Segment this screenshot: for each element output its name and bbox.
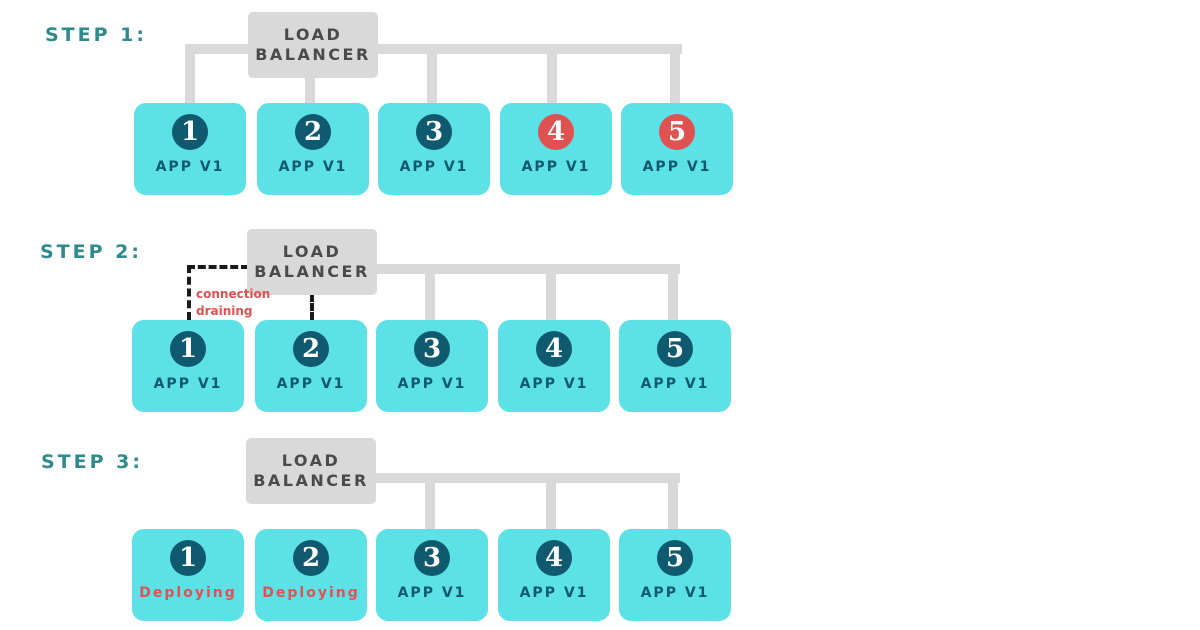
app-status-label: APP V1 [399,159,469,175]
app-number-badge: 5 [659,114,695,150]
step-2-app-1: 1 APP V1 [132,320,244,412]
step-1-drop-4 [547,44,557,108]
step-2-app-4: 4 APP V1 [498,320,610,412]
step-2-draining-line-2 [310,294,314,320]
app-status-label: Deploying [262,585,360,601]
step-3-app-1: 1 Deploying [132,529,244,621]
step-3-app-5: 5 APP V1 [619,529,731,621]
step-3-drop-3 [425,473,435,535]
step-3-drop-5 [668,473,678,535]
step-1-app-3: 3 APP V1 [378,103,490,195]
step-2-drop-3 [425,264,435,326]
app-status-label: APP V1 [153,376,223,392]
app-status-label: APP V1 [642,159,712,175]
app-number-badge: 1 [172,114,208,150]
step-1-load-balancer: LOAD BALANCER [248,12,378,78]
step-3-load-balancer: LOAD BALANCER [246,438,376,504]
app-status-label: Deploying [139,585,237,601]
step-1-drop-2 [305,76,315,108]
load-balancer-line-1: LOAD [283,25,343,44]
app-number-badge: 3 [414,331,450,367]
step-3-drop-4 [546,473,556,535]
annotation-line-2: draining [196,304,253,318]
step-2-app-3: 3 APP V1 [376,320,488,412]
step-3-app-3: 3 APP V1 [376,529,488,621]
step-2-drop-4 [546,264,556,326]
step-2-draining-line-1 [187,265,191,320]
app-status-label: APP V1 [640,376,710,392]
app-status-label: APP V1 [519,376,589,392]
step-2-draining-line-top [187,265,249,269]
step-1-drop-5 [670,44,680,108]
annotation-line-1: connection [196,287,271,301]
load-balancer-line-2: BALANCER [254,262,370,281]
step-1-label: STEP 1: [45,24,147,46]
app-status-label: APP V1 [397,585,467,601]
app-status-label: APP V1 [155,159,225,175]
step-2-app-2: 2 APP V1 [255,320,367,412]
connection-draining-annotation: connection draining [196,286,270,320]
app-number-badge: 1 [170,331,206,367]
load-balancer-line-1: LOAD [281,451,341,470]
step-3-app-2: 2 Deploying [255,529,367,621]
step-1-app-4: 4 APP V1 [500,103,612,195]
step-3-app-4: 4 APP V1 [498,529,610,621]
step-1-app-2: 2 APP V1 [257,103,369,195]
app-number-badge: 4 [536,540,572,576]
app-number-badge: 1 [170,540,206,576]
step-2-load-balancer: LOAD BALANCER [247,229,377,295]
step-3-label: STEP 3: [41,451,143,473]
step-2-app-5: 5 APP V1 [619,320,731,412]
step-2-label: STEP 2: [40,241,142,263]
app-number-badge: 2 [293,331,329,367]
load-balancer-line-2: BALANCER [255,45,371,64]
step-3-bus-line [376,473,680,483]
app-status-label: APP V1 [640,585,710,601]
app-number-badge: 3 [414,540,450,576]
app-status-label: APP V1 [276,376,346,392]
step-1-app-5: 5 APP V1 [621,103,733,195]
step-1-drop-1 [185,44,195,108]
app-status-label: APP V1 [521,159,591,175]
app-number-badge: 2 [295,114,331,150]
app-status-label: APP V1 [278,159,348,175]
step-1-drop-3 [427,44,437,108]
app-number-badge: 3 [416,114,452,150]
app-number-badge: 5 [657,331,693,367]
app-number-badge: 2 [293,540,329,576]
app-status-label: APP V1 [519,585,589,601]
step-2-drop-5 [668,264,678,326]
load-balancer-line-1: LOAD [282,242,342,261]
app-number-badge: 4 [538,114,574,150]
app-number-badge: 4 [536,331,572,367]
step-2-bus-line [376,264,680,274]
app-status-label: APP V1 [397,376,467,392]
step-1-app-1: 1 APP V1 [134,103,246,195]
load-balancer-line-2: BALANCER [253,471,369,490]
app-number-badge: 5 [657,540,693,576]
